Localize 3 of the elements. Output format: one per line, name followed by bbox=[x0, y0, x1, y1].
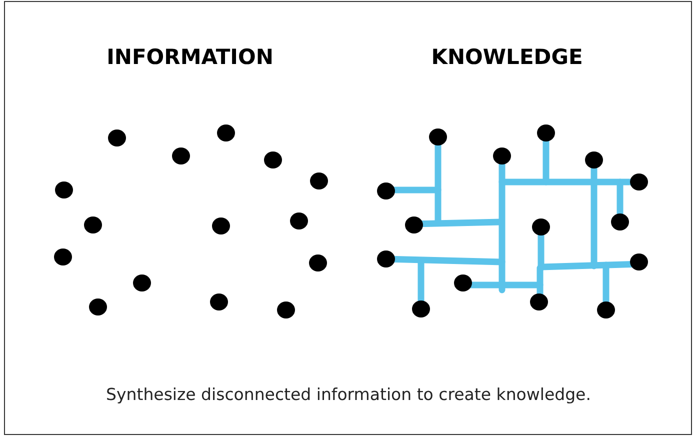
caption: Synthesize disconnected information to create knowledge. bbox=[105, 385, 592, 404]
panel-heading: INFORMATION bbox=[106, 45, 274, 69]
panel-heading: KNOWLEDGE bbox=[431, 45, 583, 69]
